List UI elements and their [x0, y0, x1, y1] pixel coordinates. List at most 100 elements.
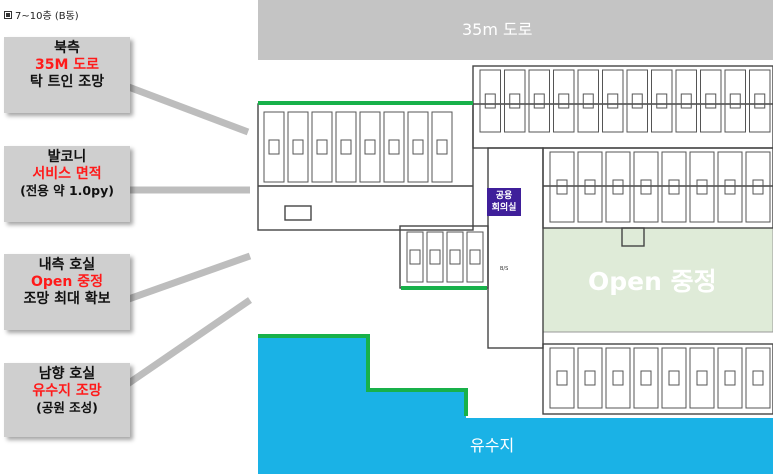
- bath-fixture: [680, 93, 692, 109]
- bath-fixture: [640, 179, 652, 195]
- bath-fixture: [412, 139, 424, 155]
- bath-fixture: [364, 139, 376, 155]
- bath-fixture: [292, 139, 304, 155]
- unit-cell: [407, 111, 429, 183]
- unit-cell: [577, 69, 599, 133]
- callout-balcony-highlight: 서비스 면적: [32, 166, 102, 183]
- bath-fixture: [582, 93, 594, 109]
- callout-balcony-title: 발코니: [47, 149, 87, 165]
- bath-fixture: [584, 370, 596, 386]
- meeting-room-line1: 공용: [495, 191, 513, 201]
- unit-cell: [675, 69, 697, 133]
- unit-cell: [633, 347, 659, 409]
- unit-cell: [689, 347, 715, 409]
- bath-fixture: [409, 249, 421, 265]
- callout-inner-title: 내측 호실: [38, 257, 96, 273]
- unit-cell: [446, 231, 464, 283]
- unit-cell: [528, 69, 550, 133]
- unit-cell: [577, 347, 603, 409]
- unit-cell: [717, 347, 743, 409]
- pond-green-edge: [258, 334, 468, 416]
- unit-cell: [745, 347, 771, 409]
- callout-north-text: 탁 트인 조망: [29, 74, 105, 91]
- unit-cell: [577, 151, 603, 223]
- inner-green-edge: [401, 286, 487, 290]
- callout-south-highlight: 유수지 조망: [32, 383, 102, 400]
- north-green-edge: [258, 101, 473, 105]
- unit-cell: [406, 231, 424, 283]
- unit-cell: [335, 111, 357, 183]
- unit-cell: [605, 347, 631, 409]
- callout-inner: 내측 호실 Open 중정 조망 최대 확보: [4, 254, 130, 330]
- unit-cell: [724, 69, 746, 133]
- meeting-room-line2: 회의실: [491, 203, 517, 213]
- pond-label: 유수지: [470, 436, 515, 455]
- bath-fixture: [449, 249, 461, 265]
- bath-fixture: [429, 249, 441, 265]
- callout-south: 남향 호실 유수지 조망 (공원 조성): [4, 363, 130, 437]
- bath-fixture: [484, 93, 496, 109]
- bath-fixture: [584, 179, 596, 195]
- unit-cell: [689, 151, 715, 223]
- callout-south-title: 남향 호실: [38, 366, 96, 382]
- bath-fixture: [607, 93, 619, 109]
- bath-fixture: [556, 179, 568, 195]
- callout-north-highlight: 35M 도로: [34, 57, 100, 74]
- unit-cell: [549, 151, 575, 223]
- bath-fixture: [268, 139, 280, 155]
- leader-north: [124, 82, 250, 136]
- unit-cells: [263, 69, 771, 409]
- floor-label: 7~10층 (B동): [15, 11, 79, 22]
- unit-cell: [605, 151, 631, 223]
- unit-cell: [504, 69, 526, 133]
- bath-fixture: [640, 370, 652, 386]
- bath-fixture: [340, 139, 352, 155]
- bath-fixture: [631, 93, 643, 109]
- unit-cell: [426, 231, 444, 283]
- unit-cell: [431, 111, 453, 183]
- bath-fixture: [754, 93, 766, 109]
- bath-fixture: [556, 370, 568, 386]
- unit-cell: [359, 111, 381, 183]
- unit-cell: [717, 151, 743, 223]
- bath-fixture: [752, 370, 764, 386]
- unit-cell: [749, 69, 771, 133]
- callout-leaders: [124, 82, 252, 388]
- road-band: [258, 0, 773, 60]
- bath-fixture: [469, 249, 481, 265]
- bath-fixture: [656, 93, 668, 109]
- bath-fixture: [388, 139, 400, 155]
- unit-cell: [311, 111, 333, 183]
- callout-inner-text: 조망 최대 확보: [23, 291, 111, 308]
- bath-fixture: [612, 179, 624, 195]
- bath-fixture: [724, 179, 736, 195]
- unit-cell: [651, 69, 673, 133]
- pond-area: [258, 337, 773, 474]
- unit-cell: [700, 69, 722, 133]
- bath-fixture: [316, 139, 328, 155]
- unit-cell: [626, 69, 648, 133]
- bath-fixture: [752, 179, 764, 195]
- unit-cell: [287, 111, 309, 183]
- bath-fixture: [729, 93, 741, 109]
- floor-header: 7~10층 (B동): [4, 7, 79, 22]
- unit-cell: [383, 111, 405, 183]
- bath-fixture: [696, 370, 708, 386]
- core-small-label: B/S: [500, 266, 509, 272]
- callout-balcony-text: (전용 약 1.0py): [20, 183, 114, 199]
- unit-cell: [263, 111, 285, 183]
- bath-fixture: [533, 93, 545, 109]
- meeting-room-label: 공용 회의실: [487, 188, 521, 216]
- road-label: 35m 도로: [462, 20, 533, 39]
- bath-fixture: [696, 179, 708, 195]
- unit-cell: [553, 69, 575, 133]
- bath-fixture: [612, 370, 624, 386]
- bath-fixture: [668, 179, 680, 195]
- leader-south: [124, 297, 252, 388]
- bath-fixture: [509, 93, 521, 109]
- callout-inner-highlight: Open 중정: [30, 274, 104, 291]
- unit-cell: [466, 231, 484, 283]
- unit-cell: [661, 347, 687, 409]
- bath-fixture: [558, 93, 570, 109]
